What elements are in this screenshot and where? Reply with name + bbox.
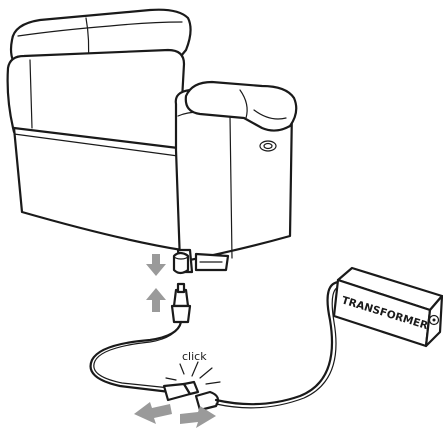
arrow-right-icon xyxy=(180,406,216,428)
arrow-up-icon xyxy=(146,288,166,312)
click-connector-icon xyxy=(162,380,220,412)
transformer-box-icon xyxy=(332,266,443,348)
cable xyxy=(89,320,183,394)
arrow-left-icon xyxy=(134,402,172,424)
chair-socket-icon xyxy=(172,251,190,275)
power-button-icon xyxy=(259,140,277,152)
cable-connector-icon xyxy=(170,282,192,324)
recliner-chair-icon xyxy=(6,8,298,274)
click-label: click xyxy=(182,350,207,363)
arrow-down-icon xyxy=(146,254,166,276)
click-burst xyxy=(165,361,221,385)
